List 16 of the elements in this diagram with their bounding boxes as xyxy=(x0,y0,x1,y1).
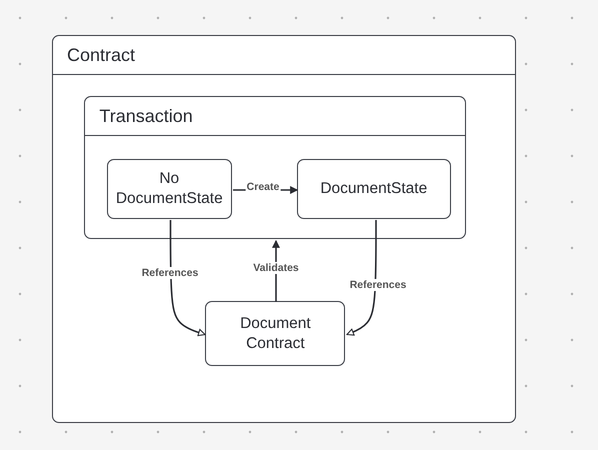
arrow xyxy=(170,220,206,336)
container-box xyxy=(84,96,466,240)
arrow xyxy=(346,220,377,336)
container-title: Contract xyxy=(67,45,136,66)
container-box xyxy=(52,35,516,423)
edge-label: References xyxy=(348,279,408,291)
state-box xyxy=(205,301,346,366)
state-label: DocumentState xyxy=(320,178,428,199)
edge-label: References xyxy=(140,267,200,279)
container-title: Transaction xyxy=(99,106,193,128)
state-label: No DocumentState xyxy=(114,168,224,209)
state-box xyxy=(106,158,232,219)
state-label: Document Contract xyxy=(239,314,312,354)
edge-label: Validates xyxy=(252,262,300,274)
edge-label: Create xyxy=(246,181,280,193)
state-box xyxy=(296,158,451,219)
